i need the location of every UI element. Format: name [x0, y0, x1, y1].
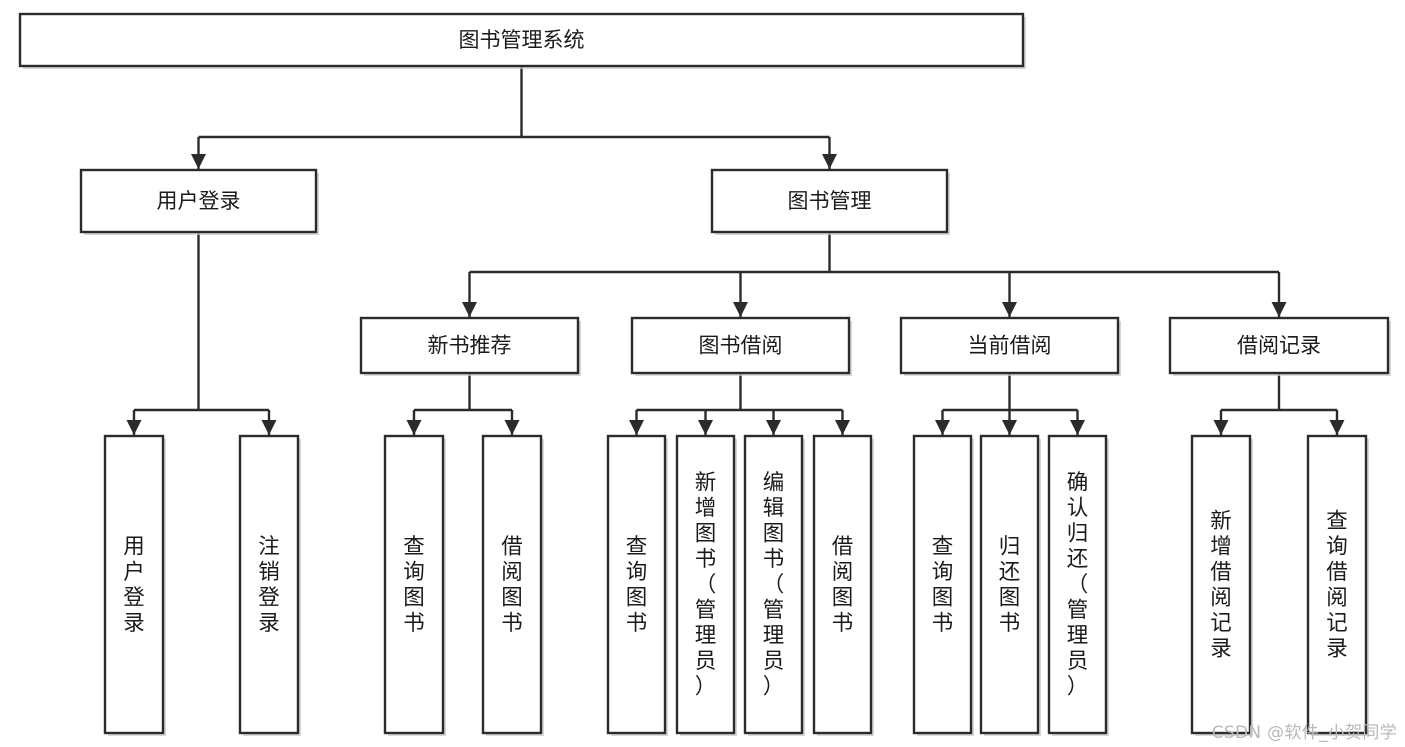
- node-rect: [79, 168, 318, 234]
- node-rect: [238, 434, 300, 735]
- arrow-head: [1213, 420, 1229, 435]
- node-rect: [606, 434, 667, 735]
- arrow-head: [1329, 420, 1345, 435]
- node-label: 借阅图书: [501, 534, 523, 636]
- node-rect: [481, 434, 543, 735]
- connectors-layer: [126, 66, 1345, 435]
- node-label: 用户登录: [157, 189, 241, 213]
- node-current-borrow[interactable]: 当前借阅: [899, 316, 1121, 376]
- node-rect: [1047, 434, 1108, 735]
- node-query-borrow-record[interactable]: 查询借阅记录: [1306, 434, 1369, 736]
- node-edit-book-admin[interactable]: 编辑图书（管理员）: [743, 434, 805, 736]
- arrow-head: [698, 420, 713, 435]
- arrow-head: [766, 420, 781, 435]
- arrow-head: [462, 302, 477, 317]
- arrow-head: [406, 420, 422, 435]
- node-label: 新书推荐: [428, 334, 512, 358]
- node-query-book-2[interactable]: 查询图书: [606, 434, 668, 736]
- node-label: 图书管理: [788, 189, 872, 213]
- node-confirm-return-admin[interactable]: 确认归还（管理员）: [1047, 434, 1109, 736]
- node-user-login[interactable]: 用户登录: [79, 168, 319, 235]
- node-rect: [812, 434, 873, 735]
- node-rect: [979, 434, 1040, 735]
- arrow-head: [1002, 420, 1017, 435]
- node-return-book[interactable]: 归还图书: [979, 434, 1041, 736]
- arrow-head: [1271, 302, 1287, 317]
- arrow-head: [1002, 302, 1017, 317]
- node-label: 确认归还（管理员）: [1067, 471, 1089, 700]
- node-rect: [675, 434, 736, 735]
- boxes-layer: 图书管理系统用户登录图书管理用户登录注销登录新书推荐查询图书借阅图书图书借阅查询…: [18, 12, 1391, 736]
- arrow-head: [822, 154, 837, 169]
- arrow-head: [835, 420, 850, 435]
- node-query-book-1[interactable]: 查询图书: [383, 434, 446, 736]
- node-rect: [912, 434, 973, 735]
- node-label: 归还图书: [999, 534, 1021, 636]
- node-label: 编辑图书（管理员）: [763, 471, 785, 700]
- node-label: 图书管理系统: [459, 28, 585, 52]
- node-label: 查询图书: [403, 534, 425, 636]
- node-rect: [383, 434, 445, 735]
- node-user-login-action[interactable]: 用户登录: [103, 434, 166, 736]
- node-label: 新增借阅记录: [1210, 509, 1232, 662]
- node-rect: [1306, 434, 1368, 735]
- node-rect: [1190, 434, 1252, 735]
- arrow-head: [126, 420, 142, 435]
- csdn-watermark: CSDN @软件_小贺同学: [1211, 723, 1397, 743]
- node-rect: [743, 434, 804, 735]
- node-query-book-3[interactable]: 查询图书: [912, 434, 974, 736]
- node-rect: [630, 316, 851, 375]
- node-label: 用户登录: [123, 534, 145, 636]
- node-borrow-book-2[interactable]: 借阅图书: [812, 434, 874, 736]
- node-rect: [710, 168, 949, 234]
- node-borrow-record[interactable]: 借阅记录: [1168, 316, 1391, 376]
- node-label: 注销登录: [258, 534, 280, 636]
- node-label: 查询图书: [932, 534, 954, 636]
- node-root-system[interactable]: 图书管理系统: [18, 12, 1026, 69]
- node-book-management[interactable]: 图书管理: [710, 168, 950, 235]
- arrow-head: [935, 420, 950, 435]
- node-label: 图书借阅: [699, 334, 783, 358]
- arrow-head: [504, 420, 520, 435]
- node-add-book-admin[interactable]: 新增图书（管理员）: [675, 434, 737, 736]
- node-rect: [359, 316, 580, 375]
- arrow-head: [733, 302, 748, 317]
- node-add-borrow-record[interactable]: 新增借阅记录: [1190, 434, 1253, 736]
- node-label: 查询借阅记录: [1326, 509, 1348, 662]
- node-new-book-recommend[interactable]: 新书推荐: [359, 316, 581, 376]
- node-rect: [899, 316, 1120, 375]
- node-rect: [18, 12, 1025, 68]
- node-book-borrow[interactable]: 图书借阅: [630, 316, 852, 376]
- arrow-head: [629, 420, 644, 435]
- arrow-head: [191, 154, 206, 169]
- node-rect: [1168, 316, 1390, 375]
- arrow-head: [261, 420, 277, 435]
- arrow-head: [1070, 420, 1085, 435]
- node-label: 查询图书: [626, 534, 648, 636]
- node-rect: [103, 434, 165, 735]
- node-label: 借阅图书: [832, 534, 854, 636]
- node-label: 新增图书（管理员）: [695, 471, 717, 700]
- node-label: 借阅记录: [1237, 334, 1321, 358]
- node-borrow-book-1[interactable]: 借阅图书: [481, 434, 544, 736]
- node-label: 当前借阅: [968, 334, 1052, 358]
- node-user-logout-action[interactable]: 注销登录: [238, 434, 301, 736]
